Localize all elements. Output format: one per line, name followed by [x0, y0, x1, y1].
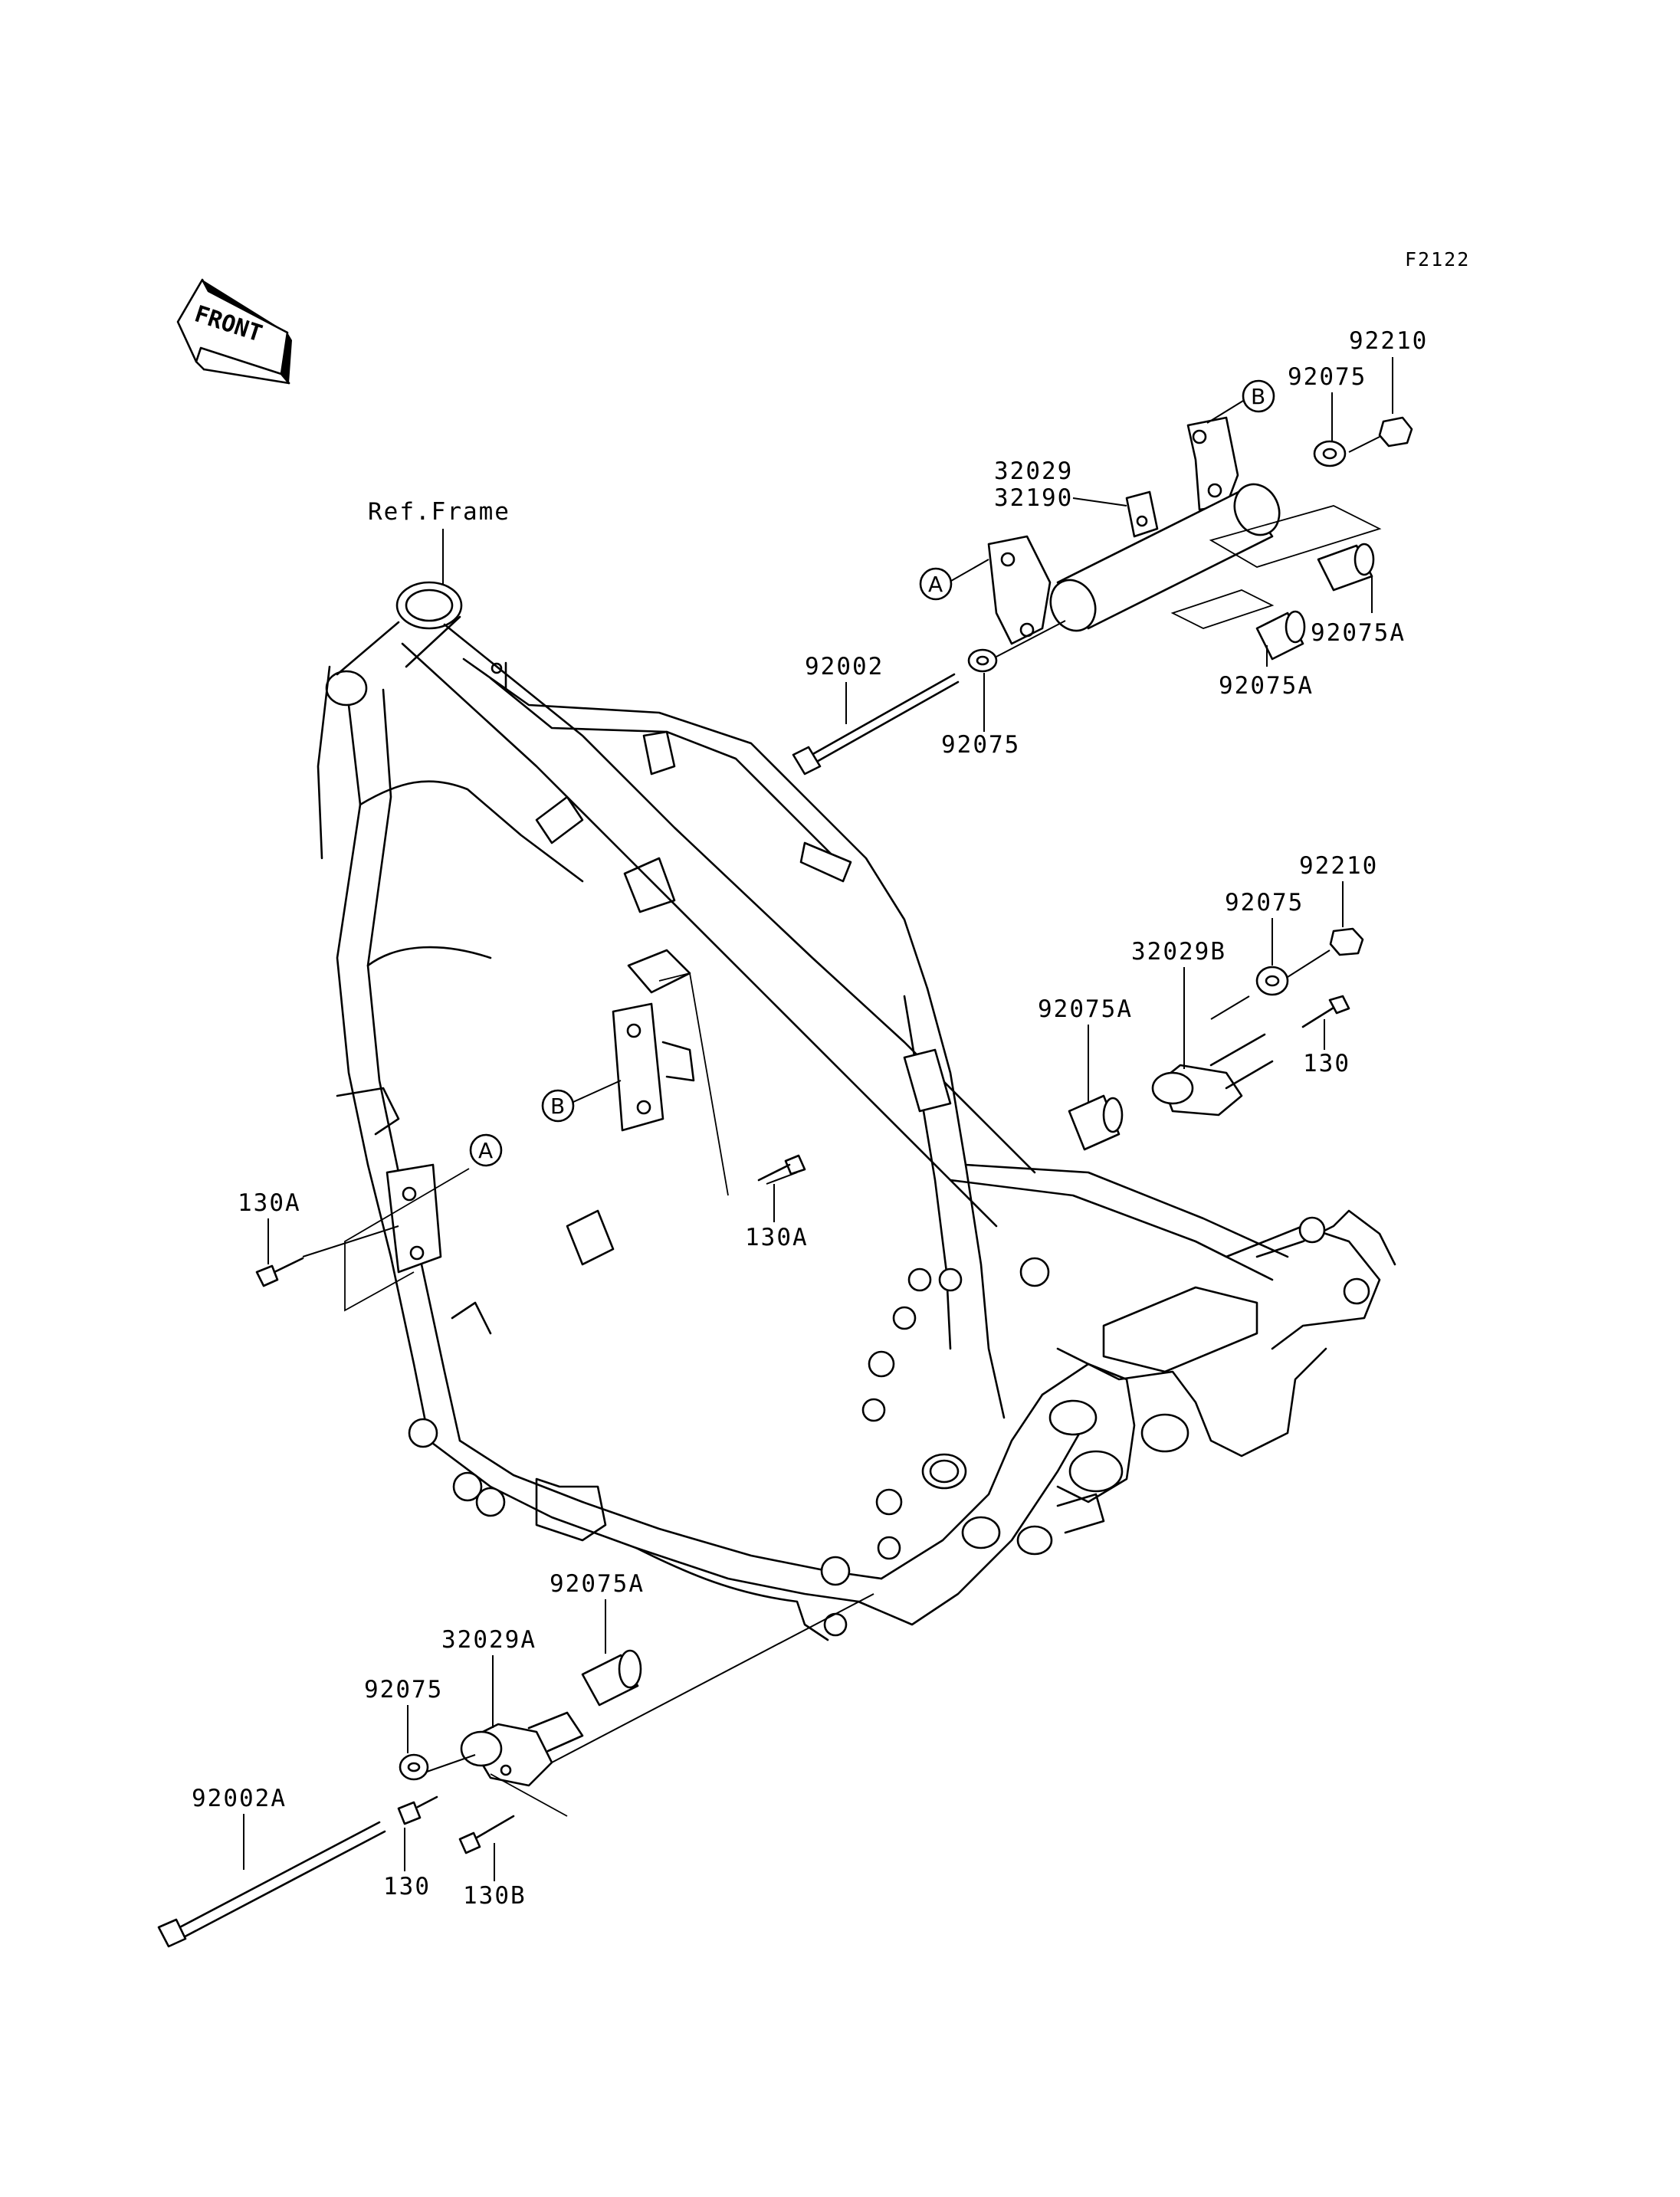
- callout-a-upper-label: A: [928, 572, 943, 597]
- ref-frame-label: Ref.Frame: [368, 498, 510, 526]
- part-92002: 92002: [805, 653, 884, 680]
- part-130-bottom: 130: [383, 1873, 431, 1900]
- part-92075-top: 92075: [1288, 363, 1367, 391]
- callout-a-upper: A: [919, 559, 989, 601]
- part-32029a: 32029A: [441, 1626, 536, 1654]
- part-92075a-mid: 92075A: [1219, 672, 1314, 700]
- callout-b-frame-label: B: [550, 1094, 565, 1119]
- part-130-right: 130: [1303, 1050, 1350, 1077]
- bolt-130a-left: [255, 1257, 304, 1287]
- part-92002a: 92002A: [192, 1785, 287, 1812]
- part-130b: 130B: [463, 1882, 527, 1910]
- part-32029: 32029: [994, 457, 1073, 485]
- upper-mount-assembly: [792, 416, 1413, 776]
- part-32190: 32190: [994, 484, 1073, 512]
- part-92210-top: 92210: [1349, 327, 1428, 355]
- part-32029b: 32029B: [1131, 938, 1226, 966]
- front-mount-assembly: [157, 1593, 874, 1948]
- part-92075a-bottom: 92075A: [550, 1570, 645, 1598]
- motorcycle-frame: [317, 581, 1396, 1641]
- bolt-130a-center: [757, 1154, 806, 1182]
- front-arrow-icon: FRONT: [176, 278, 292, 385]
- callout-b-upper: B: [1206, 379, 1275, 424]
- part-92075-bottom: 92075: [364, 1676, 443, 1703]
- part-130a-center: 130A: [745, 1224, 809, 1251]
- callout-a-frame-label: A: [478, 1138, 493, 1163]
- diagram-code: F2122: [1405, 248, 1470, 271]
- leader-b-frame: [658, 972, 729, 1196]
- callout-a-frame: A: [469, 1133, 503, 1167]
- part-92075a-left: 92075A: [1038, 995, 1133, 1023]
- callout-b-frame: B: [541, 1080, 622, 1123]
- part-130a-left: 130A: [238, 1189, 301, 1217]
- part-92075a-right: 92075A: [1311, 619, 1406, 647]
- callout-b-upper-label: B: [1251, 384, 1265, 409]
- rear-mount-assembly: [1068, 927, 1364, 1151]
- part-92210-mid: 92210: [1299, 852, 1378, 880]
- leader-130a-left: [302, 1225, 399, 1258]
- part-92075-upper: 92075: [941, 731, 1020, 759]
- part-92075-mid: 92075: [1225, 889, 1304, 917]
- leader-a-frame: [344, 1168, 470, 1312]
